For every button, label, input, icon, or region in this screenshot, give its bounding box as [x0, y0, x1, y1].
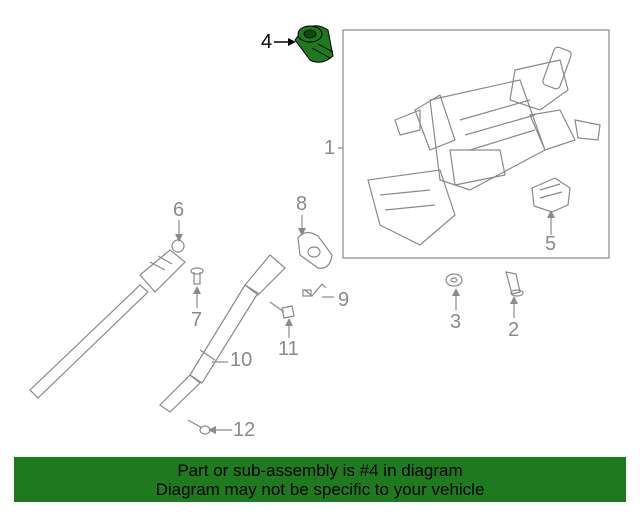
info-banner: Part or sub-assembly is #4 in diagram Di… [14, 457, 626, 502]
part-6-shaft [29, 239, 186, 399]
callout-7: 7 [191, 309, 203, 331]
banner-line-2: Diagram may not be specific to your vehi… [155, 480, 485, 499]
part-5-clip [531, 177, 571, 213]
callout-10: 10 [230, 349, 253, 371]
callout-12-arrowhead [208, 426, 216, 434]
part-4-highlighted [294, 25, 334, 63]
callout-2-arrowhead [510, 296, 518, 304]
callout-6: 6 [173, 199, 185, 221]
callout-6-arrowhead [175, 234, 183, 242]
callout-2: 2 [508, 319, 520, 341]
callout-4: 4 [261, 31, 273, 53]
callout-12: 12 [233, 419, 256, 441]
part-12-bolt [187, 419, 211, 435]
steering-column-assembly [367, 46, 601, 246]
callout-5-arrowhead [547, 210, 555, 218]
part-2-bolt [505, 271, 524, 297]
part-7-bolt [190, 267, 204, 285]
part-8-bearing [297, 231, 333, 269]
banner-line-1: Part or sub-assembly is #4 in diagram [177, 461, 463, 480]
callout-1: 1 [324, 137, 336, 159]
callout-5: 5 [545, 233, 557, 255]
callout-3: 3 [450, 311, 462, 333]
callout-11-arrowhead [285, 318, 293, 326]
callout-8-arrowhead [298, 228, 306, 236]
callout-9: 9 [338, 289, 350, 311]
part-11-bolt [269, 301, 295, 319]
callout-11: 11 [278, 338, 299, 360]
callout-4-arrowhead [288, 38, 296, 46]
callout-8: 8 [296, 193, 308, 215]
part-3-washer [445, 273, 463, 287]
assembly-box [342, 29, 610, 259]
callout-7-arrowhead [193, 286, 201, 294]
callout-3-arrowhead [452, 288, 460, 296]
part-10-shaft [159, 254, 286, 413]
part-9-bolt [302, 283, 327, 297]
